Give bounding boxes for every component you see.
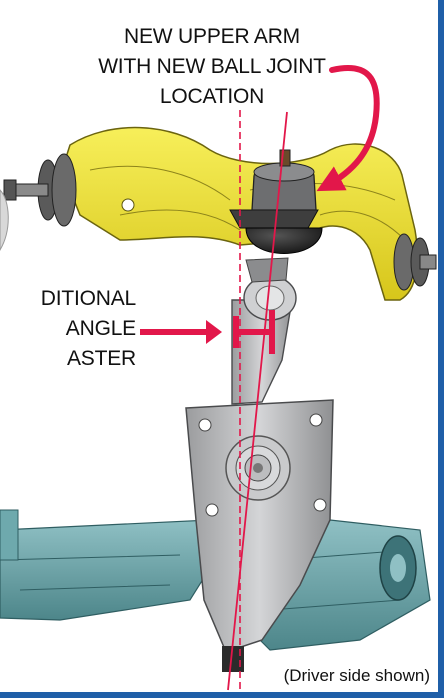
caster-callout-line-2: ANGLE xyxy=(65,317,136,340)
ball-joint-callout-arrow xyxy=(316,65,380,192)
upper-arm-callout-line-1: NEW UPPER ARM xyxy=(124,25,300,48)
caster-axis-line xyxy=(227,111,288,691)
steering-knuckle xyxy=(185,399,334,672)
caster-callout-line-3: ASTER xyxy=(66,347,136,370)
lower-control-arm xyxy=(0,509,431,651)
upper-arm-callout: NEW UPPER ARM WITH NEW BALL JOINT LOCATI… xyxy=(62,22,362,112)
upper-control-arm xyxy=(3,126,437,301)
figure-caption: (Driver side shown) xyxy=(283,666,430,685)
upper-arm-callout-line-2: WITH NEW BALL JOINT xyxy=(98,55,326,78)
caster-angle-marker xyxy=(140,310,275,354)
caster-callout-line-1: DITIONAL xyxy=(40,287,136,310)
ball-joint xyxy=(229,149,323,254)
upper-arm-callout-line-3: LOCATION xyxy=(159,85,265,108)
caster-callout: DITIONAL ANGLE ASTER xyxy=(0,284,136,374)
